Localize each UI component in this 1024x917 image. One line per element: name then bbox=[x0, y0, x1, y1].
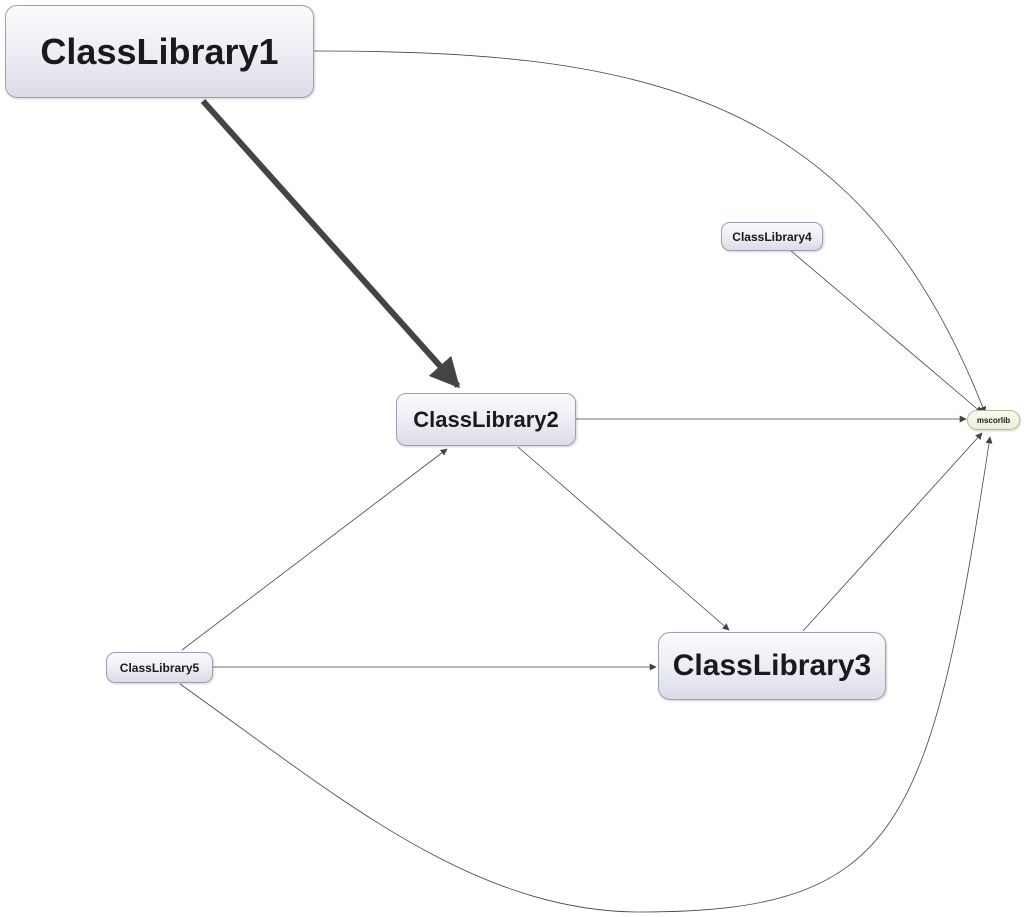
edge-classlibrary1-to-classlibrary2 bbox=[200, 98, 461, 389]
edge-classlibrary1-to-mscorlib bbox=[313, 50, 986, 414]
node-mscorlib[interactable]: mscorlib bbox=[967, 410, 1020, 430]
edge-classlibrary4-to-mscorlib bbox=[789, 249, 983, 414]
node-label: ClassLibrary1 bbox=[40, 30, 279, 72]
node-classlibrary4[interactable]: ClassLibrary4 bbox=[721, 222, 823, 251]
node-classlibrary5[interactable]: ClassLibrary5 bbox=[106, 652, 213, 683]
edge-classlibrary2-to-classlibrary3 bbox=[517, 446, 730, 631]
node-label: mscorlib bbox=[976, 415, 1011, 425]
node-label: ClassLibrary4 bbox=[732, 229, 812, 244]
node-classlibrary2[interactable]: ClassLibrary2 bbox=[396, 393, 576, 446]
node-label: ClassLibrary5 bbox=[119, 660, 200, 675]
edge-classlibrary5-to-mscorlib bbox=[179, 436, 993, 913]
node-label: ClassLibrary2 bbox=[413, 406, 559, 432]
node-label: ClassLibrary3 bbox=[672, 649, 872, 682]
edge-classlibrary5-to-classlibrary2 bbox=[181, 448, 448, 651]
node-classlibrary1[interactable]: ClassLibrary1 bbox=[5, 5, 314, 98]
node-classlibrary3[interactable]: ClassLibrary3 bbox=[658, 632, 886, 700]
edge-classlibrary3-to-mscorlib bbox=[802, 432, 983, 632]
